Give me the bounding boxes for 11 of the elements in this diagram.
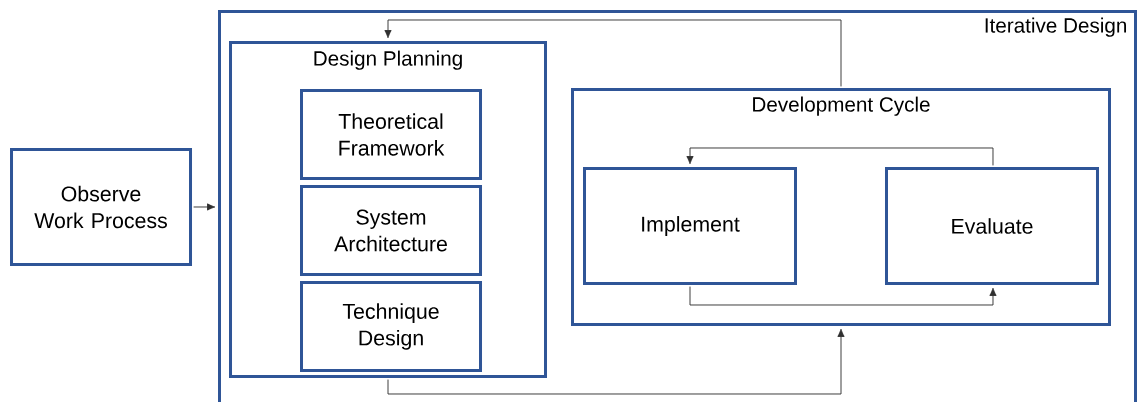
process-box: Evaluate	[885, 167, 1099, 285]
process-box: Technique Design	[300, 281, 482, 372]
arrow	[193, 203, 216, 211]
process-box: Observe Work Process	[10, 148, 192, 266]
arrow	[689, 286, 997, 306]
arrow	[384, 19, 842, 87]
arrow	[686, 147, 994, 166]
process-box: System Architecture	[300, 185, 482, 276]
process-box: Implement	[583, 167, 797, 285]
process-box: Theoretical Framework	[300, 89, 482, 180]
arrow	[387, 328, 845, 395]
